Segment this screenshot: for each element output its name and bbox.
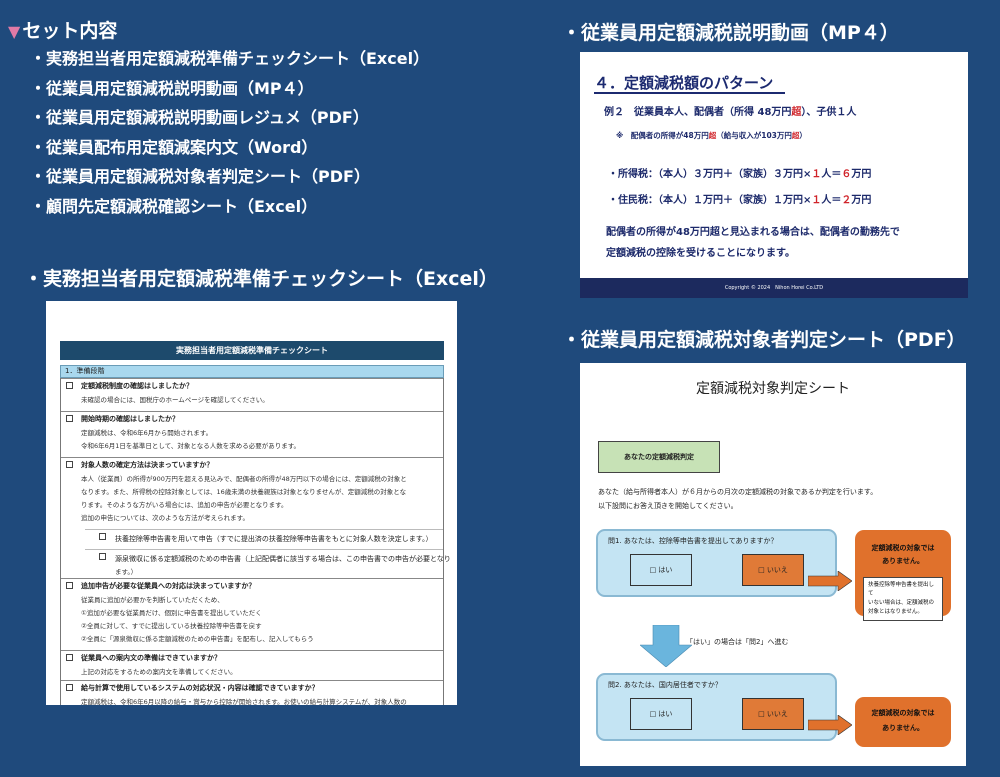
slide-example: 例２ 従業員本人、配偶者（所得 48万円超）、子供１人	[604, 107, 857, 118]
sheet-title: 定額減税対象判定シート	[696, 381, 850, 397]
result-2-box: 定額減税の対象では ありません。	[855, 697, 951, 747]
list-item: ・顧問先定額減税確認シート（Excel）	[30, 196, 318, 216]
checklist-table: 定額減税制度の確認はしましたか？ 未確認の場合には、国税庁のホームページを確認し…	[60, 378, 451, 705]
list-item: ・実務担当者用定額減税準備チェックシート（Excel）	[30, 49, 430, 68]
checklist-desc: 本人（従業員）の所得が900万円を超える見込みで、配偶者の所得が48万円以下の場…	[81, 475, 407, 483]
contents-list: ・実務担当者用定額減税準備チェックシート（Excel） ・従業員用定額減税説明動…	[30, 44, 429, 221]
contents-title: セット内容	[22, 20, 118, 42]
question-1-text: 問1. あなたは、控除等申告書を提出してありますか？	[608, 537, 778, 545]
checklist-question: 源泉徴収に係る定額減税のための申告書（上記配偶者に該当する場合は、この申告書での…	[115, 555, 451, 563]
checklist-preview: 実務担当者用定額減税準備チェックシート 1．準備段階 定額減税制度の確認はしまし…	[46, 301, 457, 705]
checklist-desc: ります。そのような方がいる場合には、追加の申告が必要となります。	[81, 501, 288, 509]
checklist-title: 実務担当者用定額減税準備チェックシート	[60, 341, 444, 360]
checklist-desc: 定額減税は、令和6年6月以降の給与・賞与から控除が開始されます。お使いの給与計算…	[81, 698, 407, 705]
checklist-desc: ます。）	[115, 568, 138, 576]
list-item: ・従業員配布用定額減案内文（Word）	[30, 137, 318, 157]
slide-income-tax: ・所得税：（本人）３万円＋（家族）３万円×１人＝６万円	[608, 169, 872, 180]
checklist-row: 追加申告が必要な従業員への対応は決まっていますか？ 従業員に追加が必要かを判断し…	[61, 578, 443, 650]
slide-title-underline	[594, 92, 785, 94]
checklist-question: 追加申告が必要な従業員への対応は決まっていますか？	[81, 582, 256, 590]
result-1-note: 扶養控除等申告書を提出して いない場合は、定額減税の 対象とはなりません。	[863, 577, 943, 621]
checkbox[interactable]	[66, 415, 73, 422]
video-slide-preview: ４．定額減税額のパターン 例２ 従業員本人、配偶者（所得 48万円超）、子供１人…	[580, 52, 968, 298]
question-1-box: 問1. あなたは、控除等申告書を提出してありますか？ □ はい □ いいえ	[596, 529, 837, 597]
slide-title: ４．定額減税額のパターン	[594, 74, 774, 92]
question-2-text: 問2. あなたは、国内居住者ですか？	[608, 681, 722, 689]
video-heading: ・従業員用定額減税説明動画（MP４）	[562, 22, 899, 44]
checklist-desc: ②全員に「源泉徴収に係る定額減税のための申告書」を配布し、記入してもらう	[81, 635, 314, 643]
slide-resident-tax: ・住民税：（本人）１万円＋（家族）１万円×１人＝２万円	[608, 195, 872, 206]
checklist-question: 対象人数の確定方法は決まっていますか？	[81, 461, 214, 469]
slide-note: ※ 配偶者の所得が48万円超（給与収入が103万円超）	[616, 131, 807, 140]
checklist-heading: ・実務担当者用定額減税準備チェックシート（Excel）	[24, 268, 498, 290]
checklist-subrow: 源泉徴収に係る定額減税のための申告書（上記配偶者に該当する場合は、この申告書での…	[85, 549, 451, 578]
checklist-question: 開始時期の確認はしましたか？	[81, 415, 179, 423]
checkbox[interactable]	[66, 582, 73, 589]
checkbox[interactable]	[99, 553, 106, 560]
down-note: 「はい」の場合は「問2」へ進む	[686, 638, 789, 646]
checkbox[interactable]	[66, 684, 73, 691]
result-1-box: 定額減税の対象では ありません。 扶養控除等申告書を提出して いない場合は、定額…	[855, 530, 951, 621]
q1-yes-button[interactable]: □ はい	[630, 554, 692, 586]
checklist-desc: 定額減税は、令和6年6月から開始されます。	[81, 429, 213, 437]
result-2-title: 定額減税の対象では	[871, 709, 935, 717]
checklist-subrow: 扶養控除等申告書を用いて申告（すでに提出済の扶養控除等申告書をもとに対象人数を決…	[85, 529, 443, 549]
arrow-down-icon	[640, 625, 692, 667]
result-2-title: ありません。	[882, 724, 924, 732]
target-heading: ・従業員用定額減税対象者判定シート（PDF）	[562, 329, 966, 351]
checklist-section: 1．準備段階	[60, 365, 444, 378]
checklist-desc: 上記の対応をするための案内文を準備してください。	[81, 668, 237, 676]
intro-text: 以下設問にお答え頂きを開始してください。	[598, 502, 738, 510]
arrow-right-icon	[808, 571, 852, 591]
checklist-desc: ②全員に対して、すでに提出している扶養控除等申告書を戻す	[81, 622, 262, 630]
q2-no-button[interactable]: □ いいえ	[742, 698, 804, 730]
result-label: あなたの定額減税判定	[598, 441, 720, 473]
list-item: ・従業員用定額減税説明動画（MP４）	[30, 78, 314, 98]
question-2-box: 問2. あなたは、国内居住者ですか？ □ はい □ いいえ	[596, 673, 837, 741]
list-item: ・従業員用定額減税対象者判定シート（PDF）	[30, 167, 370, 186]
checklist-row: 開始時期の確認はしましたか？ 定額減税は、令和6年6月から開始されます。 令和6…	[61, 411, 443, 457]
checklist-desc: 追加の申告については、次のような方法が考えられます。	[81, 514, 250, 522]
checklist-question: 定額減税制度の確認はしましたか？	[81, 382, 193, 390]
triangle-down-icon: ▼	[8, 22, 21, 41]
checkbox[interactable]	[99, 533, 106, 540]
checklist-question: 給与計算で使用しているシステムの対応状況・内容は確認できていますか？	[81, 684, 319, 692]
slide-summary: 定額減税の控除を受けることになります。	[606, 248, 795, 259]
target-sheet-preview: 定額減税対象判定シート あなたの定額減税判定 あなた（給与所得者本人）が６月から…	[580, 363, 966, 766]
checklist-row: 対象人数の確定方法は決まっていますか？ 本人（従業員）の所得が900万円を超える…	[61, 457, 443, 529]
checklist-desc: ①追加が必要な従業員だけ、個別に申告書を提出していただく	[81, 609, 262, 617]
q2-yes-button[interactable]: □ はい	[630, 698, 692, 730]
checkbox[interactable]	[66, 654, 73, 661]
slide-summary: 配偶者の所得が48万円超と見込まれる場合は、配偶者の勤務先で	[606, 227, 900, 238]
checklist-row: 従業員への案内文の準備はできていますか？ 上記の対応をするための案内文を準備して…	[61, 650, 443, 680]
slide-footer: Copyright © 2024 Nihon Horei Co.LTD	[580, 278, 968, 298]
checklist-desc: 令和6年6月1日を基準日として、対象となる人数を求める必要があります。	[81, 442, 301, 450]
result-1-title: 定額減税の対象では	[871, 544, 935, 552]
checkbox[interactable]	[66, 382, 73, 389]
intro-text: あなた（給与所得者本人）が６月からの月次の定額減税の対象であるか判定を行います。	[598, 488, 878, 496]
checklist-desc: 未確認の場合には、国税庁のホームページを確認してください。	[81, 396, 269, 404]
checklist-row: 給与計算で使用しているシステムの対応状況・内容は確認できていますか？ 定額減税は…	[61, 680, 443, 705]
arrow-right-icon	[808, 715, 852, 735]
contents-heading: ▼セット内容	[8, 16, 117, 43]
checklist-row: 定額減税制度の確認はしましたか？ 未確認の場合には、国税庁のホームページを確認し…	[61, 378, 443, 411]
list-item: ・従業員用定額減税説明動画レジュメ（PDF）	[30, 108, 369, 127]
checklist-desc: 従業員に追加が必要かを判断していただくため、	[81, 596, 224, 604]
checklist-question: 扶養控除等申告書を用いて申告（すでに提出済の扶養控除等申告書をもとに対象人数を決…	[115, 535, 433, 543]
q1-no-button[interactable]: □ いいえ	[742, 554, 804, 586]
checklist-question: 従業員への案内文の準備はできていますか？	[81, 654, 221, 662]
checklist-desc: なります。また、所得税の控除対象としては、16歳未満の扶養親族は対象となりません…	[81, 488, 407, 496]
result-1-title: ありません。	[882, 557, 924, 565]
checkbox[interactable]	[66, 461, 73, 468]
